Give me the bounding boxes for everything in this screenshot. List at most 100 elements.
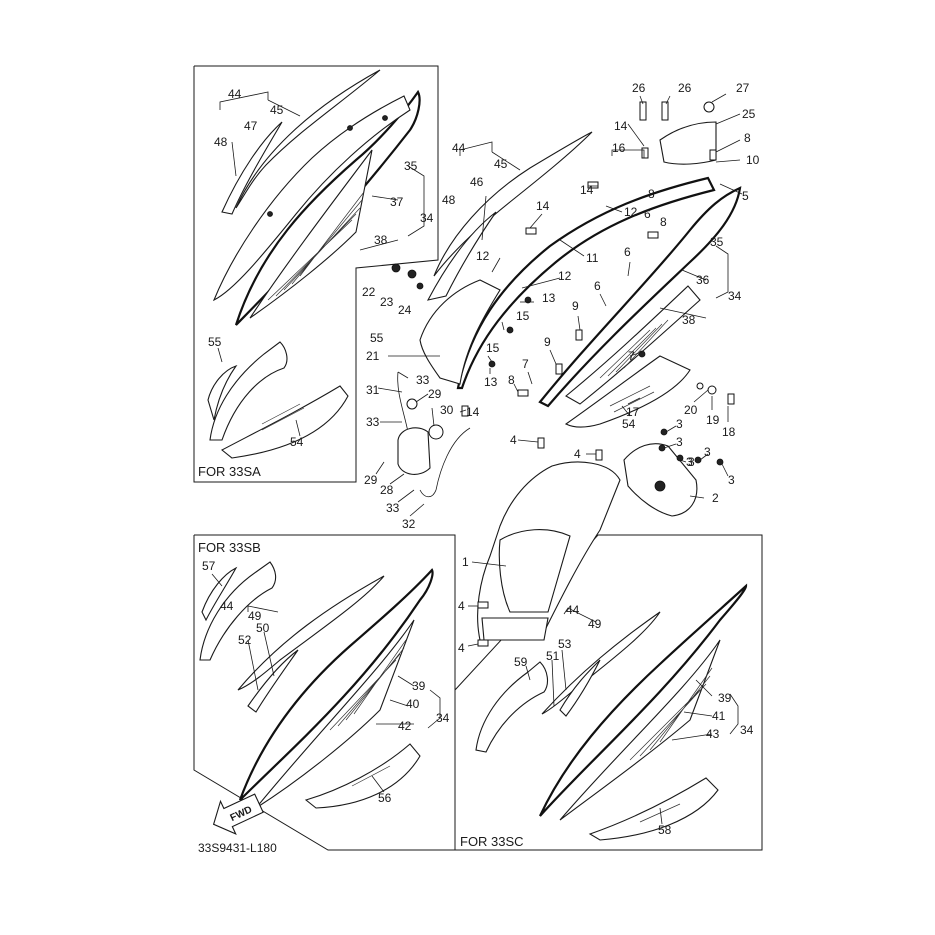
callout-sa-9: 54	[290, 435, 304, 449]
callout-main-67: 4	[458, 599, 465, 613]
frame-label-33sb: FOR 33SB	[198, 540, 261, 555]
callout-sc-8: 43	[706, 727, 720, 741]
callout-main-33: 15	[516, 309, 530, 323]
callout-main-53: 4	[510, 433, 517, 447]
callout-main-52: 33	[366, 415, 380, 429]
sa-parts	[207, 69, 421, 459]
callout-sb-7: 34	[436, 711, 450, 725]
callout-main-29: 6	[594, 279, 601, 293]
callout-main-6: 8	[744, 131, 751, 145]
callout-main-12: 8	[648, 187, 655, 201]
callout-main-59: 3	[728, 473, 735, 487]
callout-main-68: 4	[458, 641, 465, 655]
callout-main-32: 55	[370, 331, 384, 345]
callout-main-23: 12	[558, 269, 572, 283]
sb-parts	[199, 561, 434, 809]
callout-sb-3: 50	[256, 621, 270, 635]
callout-main-0: 26	[632, 81, 646, 95]
callout-main-63: 33	[386, 501, 400, 515]
callout-main-7: 10	[746, 153, 760, 167]
callout-main-26: 23	[380, 295, 394, 309]
callout-sc-3: 51	[546, 649, 560, 663]
callout-main-27: 24	[398, 303, 412, 317]
callout-main-34: 38	[682, 313, 696, 327]
callout-main-47: 54	[622, 417, 636, 431]
leader-lines	[211, 91, 743, 825]
callout-main-21: 12	[476, 249, 490, 263]
callout-main-49: 20	[684, 403, 698, 417]
callout-sb-6: 40	[406, 697, 420, 711]
callout-main-31: 9	[572, 299, 579, 313]
callout-sa-8: 55	[208, 335, 222, 349]
callout-main-37: 7	[628, 349, 635, 363]
callout-main-10: 46	[470, 175, 484, 189]
callout-sb-9: 56	[378, 791, 392, 805]
callout-main-8: 44	[452, 141, 466, 155]
callout-main-66: 1	[462, 555, 469, 569]
callout-main-20: 35	[710, 235, 724, 249]
callout-main-25: 22	[362, 285, 376, 299]
callout-main-16: 12	[624, 205, 638, 219]
sc-parts	[475, 583, 748, 841]
callout-main-3: 25	[742, 107, 756, 121]
callout-main-4: 14	[614, 119, 628, 133]
callout-sa-0: 44	[228, 87, 242, 101]
callout-main-56: 4	[574, 447, 581, 461]
callout-main-17: 6	[644, 207, 651, 221]
callout-main-24: 36	[696, 273, 710, 287]
callout-sa-2: 47	[244, 119, 258, 133]
callout-sc-0: 44	[566, 603, 580, 617]
callout-main-36: 9	[544, 335, 551, 349]
main-parts	[397, 101, 742, 641]
callout-main-38: 21	[366, 349, 380, 363]
callout-main-58: 3	[686, 455, 693, 469]
frame-33sb	[193, 534, 456, 851]
callout-main-40: 13	[484, 375, 498, 389]
callout-sc-4: 59	[514, 655, 528, 669]
callout-sa-4: 35	[404, 159, 418, 173]
callout-main-15: 14	[536, 199, 550, 213]
callout-main-41: 8	[508, 373, 515, 387]
frame-33sa	[193, 65, 439, 483]
callout-main-2: 27	[736, 81, 750, 95]
callout-sb-8: 42	[398, 719, 412, 733]
callout-sa-7: 38	[374, 233, 388, 247]
callout-main-46: 14	[466, 405, 480, 419]
callout-sc-5: 39	[718, 691, 732, 705]
callout-sb-4: 52	[238, 633, 252, 647]
callouts-sa: 44 45 47 48 35 37 34 38 55 54	[208, 87, 434, 449]
callout-main-61: 28	[380, 483, 394, 497]
callout-main-44: 29	[428, 387, 442, 401]
callouts-sc: 44 49 53 51 59 39 41 34 43 58	[514, 603, 754, 837]
callout-main-39: 33	[416, 373, 430, 387]
callouts-sb: 57 44 49 50 52 39 40 34 42 56	[202, 559, 450, 805]
callout-main-64: 2	[712, 491, 719, 505]
callout-main-51: 18	[722, 425, 736, 439]
callout-sc-2: 53	[558, 637, 572, 651]
callout-sb-1: 44	[220, 599, 234, 613]
callout-main-50: 19	[706, 413, 720, 427]
callout-main-14: 48	[442, 193, 456, 207]
callout-main-42: 7	[522, 357, 529, 371]
callout-main-18: 8	[660, 215, 667, 229]
callout-main-62: 3	[688, 455, 695, 469]
callout-main-60: 29	[364, 473, 378, 487]
callout-sb-0: 57	[202, 559, 216, 573]
callout-sa-6: 34	[420, 211, 434, 225]
frame-label-33sa: FOR 33SA	[198, 464, 261, 479]
callout-sb-5: 39	[412, 679, 426, 693]
callout-main-55: 3	[676, 435, 683, 449]
callout-main-35: 15	[486, 341, 500, 355]
callout-sb-2: 49	[248, 609, 262, 623]
callout-main-1: 26	[678, 81, 692, 95]
callout-main-45: 30	[440, 403, 454, 417]
callout-main-19: 11	[586, 251, 599, 265]
callout-main-28: 13	[542, 291, 556, 305]
callout-main-57: 3	[704, 445, 711, 459]
callout-sc-7: 34	[740, 723, 754, 737]
callout-main-22: 6	[624, 245, 631, 259]
callout-sa-5: 37	[390, 195, 404, 209]
callout-sc-1: 49	[588, 617, 602, 631]
callout-main-48: 17	[626, 405, 640, 419]
